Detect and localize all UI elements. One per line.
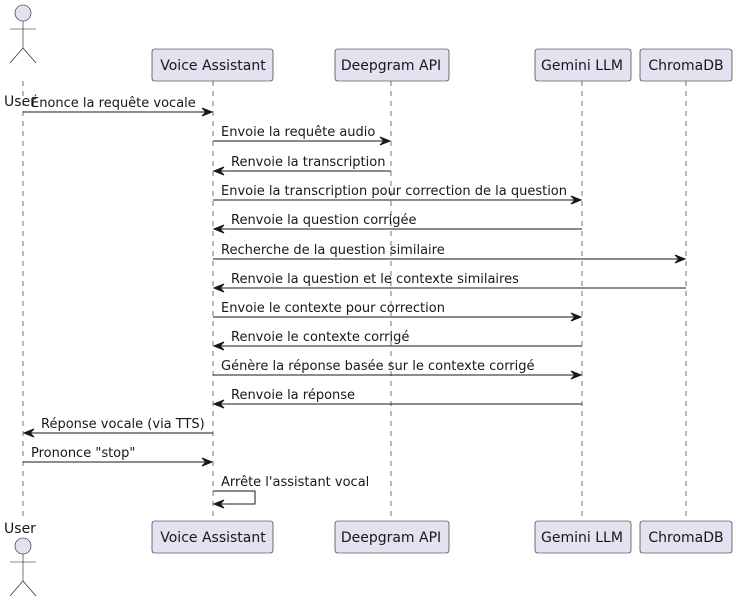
participant-box xyxy=(334,48,450,82)
message-13: Prononce "stop" xyxy=(23,446,214,467)
participant-cdb-bottom: ChromaDB xyxy=(639,520,733,554)
participant-label: Gemini LLM xyxy=(541,58,623,74)
message-label: Énonce la requête vocale xyxy=(31,95,196,111)
message-4: Envoie la transcription pour correction … xyxy=(213,184,583,205)
message-label: Génère la réponse basée sur le contexte … xyxy=(221,359,535,374)
arrowhead xyxy=(22,428,35,438)
arrowhead xyxy=(201,107,214,117)
participant-label: Voice Assistant xyxy=(160,58,266,74)
arrowhead xyxy=(674,254,687,264)
message-label: Recherche de la question similaire xyxy=(221,243,445,258)
participant-dg-bottom: Deepgram API xyxy=(334,520,450,554)
participant-cdb-top: ChromaDB xyxy=(639,48,733,82)
message-5: Renvoie la question corrigée xyxy=(212,213,582,234)
message-8: Envoie le contexte pour correction xyxy=(213,301,583,322)
actor-icon-bottom xyxy=(9,537,37,597)
arrowhead xyxy=(212,399,225,409)
arrowhead xyxy=(570,370,583,380)
participant-label: Deepgram API xyxy=(341,58,441,74)
message-14: Arrête l'assistant vocal xyxy=(212,475,369,509)
arrowhead xyxy=(201,457,214,467)
participant-dg-top: Deepgram API xyxy=(334,48,450,82)
message-1: Énonce la requête vocale xyxy=(23,95,214,117)
participant-box xyxy=(639,48,733,82)
message-3: Renvoie la transcription xyxy=(212,155,391,176)
participant-box xyxy=(151,48,274,82)
arrowhead xyxy=(379,136,392,146)
participant-va-top: Voice Assistant xyxy=(151,48,274,82)
participant-box xyxy=(534,48,632,82)
participant-gm-top: Gemini LLM xyxy=(534,48,632,82)
message-9: Renvoie le contexte corrigé xyxy=(212,330,582,351)
participant-va-bottom: Voice Assistant xyxy=(151,520,274,554)
message-label: Renvoie la question corrigée xyxy=(231,213,417,228)
message-10: Génère la réponse basée sur le contexte … xyxy=(213,359,583,380)
message-11: Renvoie la réponse xyxy=(212,388,582,409)
message-label: Réponse vocale (via TTS) xyxy=(41,417,205,432)
participant-box xyxy=(151,520,274,554)
participant-label: ChromaDB xyxy=(648,58,723,74)
arrowhead xyxy=(212,341,225,351)
participant-label: Voice Assistant xyxy=(160,530,266,546)
actor-label-bottom: User xyxy=(4,521,36,537)
participant-box xyxy=(534,520,632,554)
participant-box xyxy=(639,520,733,554)
message-label: Prononce "stop" xyxy=(31,446,135,461)
message-7: Renvoie la question et le contexte simil… xyxy=(212,272,686,293)
participant-label: Deepgram API xyxy=(341,530,441,546)
arrowhead xyxy=(212,499,225,509)
participant-label: Gemini LLM xyxy=(541,530,623,546)
actor-label-top: User xyxy=(4,94,36,110)
message-6: Recherche de la question similaire xyxy=(213,243,687,264)
message-label: Renvoie la transcription xyxy=(231,155,385,170)
participant-gm-bottom: Gemini LLM xyxy=(534,520,632,554)
arrowhead xyxy=(212,224,225,234)
message-label: Renvoie le contexte corrigé xyxy=(231,330,409,345)
message-label: Envoie la requête audio xyxy=(221,125,375,140)
lifelines xyxy=(22,81,687,521)
message-label: Envoie le contexte pour correction xyxy=(221,301,445,316)
message-label: Renvoie la question et le contexte simil… xyxy=(231,272,519,287)
participant-label: ChromaDB xyxy=(648,530,723,546)
arrowhead xyxy=(212,166,225,176)
arrowhead xyxy=(570,312,583,322)
arrowhead xyxy=(212,283,225,293)
message-label: Arrête l'assistant vocal xyxy=(221,475,369,490)
message-12: Réponse vocale (via TTS) xyxy=(22,417,213,438)
message-label: Renvoie la réponse xyxy=(231,388,355,403)
actor-icon-top xyxy=(9,4,37,64)
arrowhead xyxy=(570,195,583,205)
message-arrow-line xyxy=(213,490,256,505)
message-label: Envoie la transcription pour correction … xyxy=(221,184,567,199)
participant-box xyxy=(334,520,450,554)
message-2: Envoie la requête audio xyxy=(213,125,392,146)
